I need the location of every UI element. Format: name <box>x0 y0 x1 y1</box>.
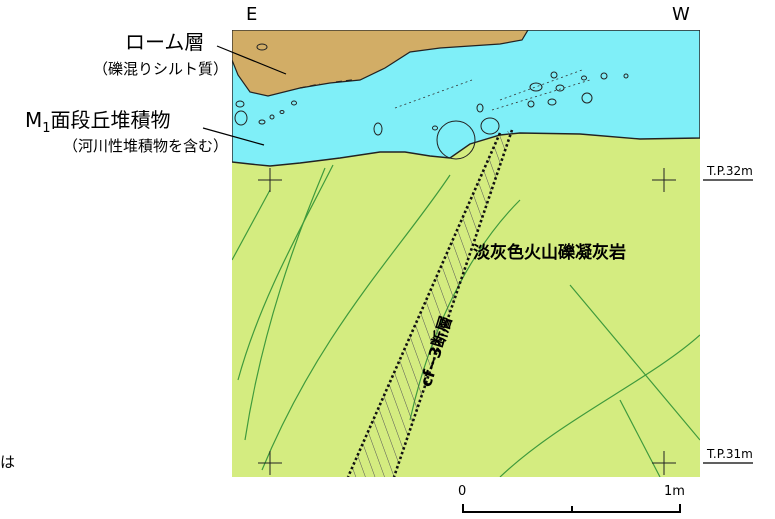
loam-detail-label: （礫混りシルト質） <box>93 60 229 78</box>
terrace-label-suffix: 面段丘堆積物 <box>50 108 171 132</box>
tuff-label: 淡灰色火山礫凝灰岩 <box>473 243 626 263</box>
compass-west-label: W <box>672 4 690 25</box>
elevation-upper-label: T.P.32m <box>707 164 753 178</box>
scale-end-label: 1m <box>664 484 685 499</box>
terrace-detail-label: （河川性堆積物を含む） <box>63 137 229 155</box>
terrace-label-prefix: M <box>25 108 43 132</box>
terrace-label: M1面段丘堆積物 <box>25 110 171 135</box>
loam-label: ローム層 <box>125 30 205 54</box>
scale-bar <box>462 504 681 513</box>
scale-start-label: 0 <box>458 484 467 499</box>
margin-note: は <box>0 453 16 471</box>
terrace-label-subscript: 1 <box>42 121 51 136</box>
elevation-lower-label: T.P.31m <box>707 447 753 461</box>
compass-east-label: E <box>246 4 258 25</box>
loam-layer <box>232 30 529 97</box>
